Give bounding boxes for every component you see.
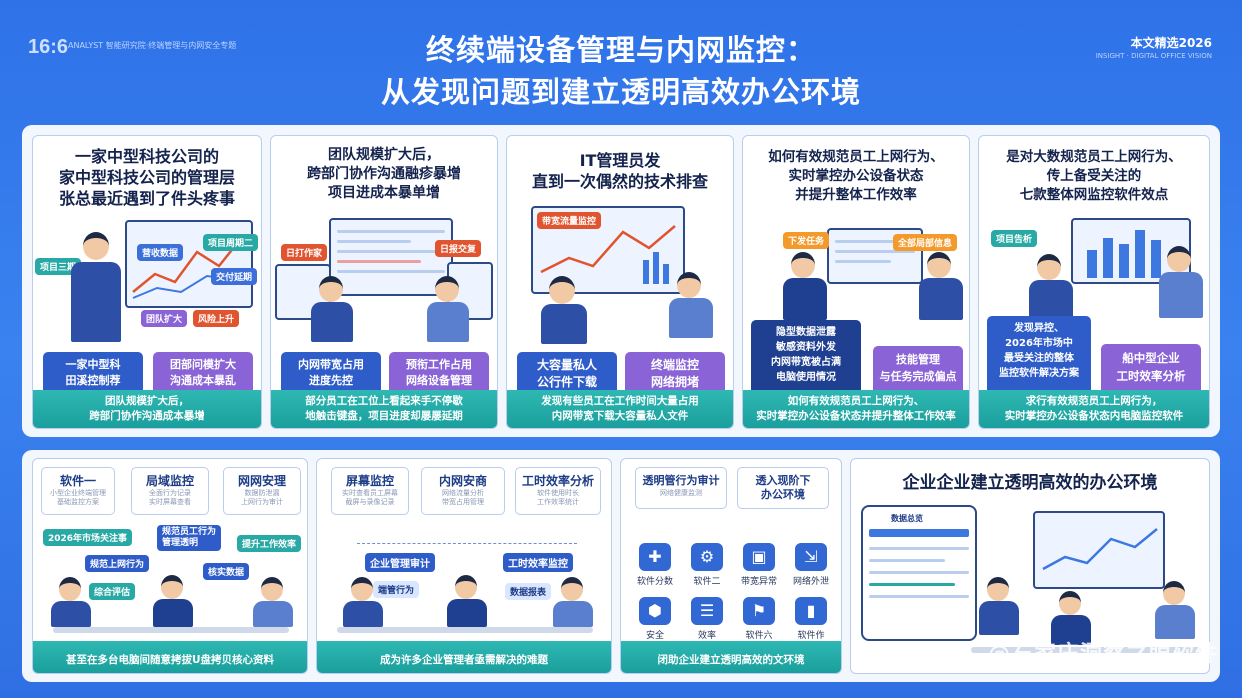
feature-tile: 软件一小型企业终端管理 基础监控方案 bbox=[41, 467, 115, 515]
chip: 规范员工行为 管理透明 bbox=[157, 525, 222, 551]
outcome-title: 企业企业建立透明高效的办公环境 bbox=[902, 473, 1158, 493]
feature-icon: ⚑ bbox=[743, 597, 775, 625]
chip: 提升工作效率 bbox=[237, 535, 302, 552]
callout-box: 技能管理 与任务完成偏点 bbox=[873, 346, 963, 396]
tablet-dashboard: 数据总览 bbox=[861, 505, 977, 641]
feature-icon: ⬢ bbox=[639, 597, 671, 625]
feature-icon-label: 效率 bbox=[697, 631, 716, 641]
meeting-table bbox=[337, 627, 593, 633]
feature-icon-label: 软件六 bbox=[745, 631, 773, 641]
callout-box: 船中型企业 工时效率分析 bbox=[1101, 344, 1201, 398]
card-footer: 部分员工在工位上看起来手不停歇 地触击键盘，项目进度却屡屡延期 bbox=[271, 390, 497, 428]
chip: 核实数据 bbox=[203, 563, 250, 580]
feature-icon: ⇲ bbox=[795, 543, 827, 571]
story-card-2: 团队规模扩大后， 跨部门协作沟通融疹暴增 项目进成本暴单增 日打作家 日报交复 … bbox=[270, 135, 498, 429]
chip: 带宽流量监控 bbox=[537, 212, 602, 229]
monitor bbox=[1071, 218, 1191, 284]
feature-tile: 屏幕监控实时查看员工屏幕 截屏与录像记录 bbox=[331, 467, 409, 515]
card-footer: 闭助企业建立透明高效的文环境 bbox=[621, 641, 841, 673]
story-card-title: 是对大数规范员工上网行为、 传上备受关注的 七款整体网监控软件效点 bbox=[1006, 149, 1182, 203]
story-card-4: 如何有效规范员工上网行为、 实时掌控办公设备状态 并提升整体工作效率 下发任务 … bbox=[742, 135, 970, 429]
story-card-title: 一家中型科技公司的 家中型科技公司的管理层 张总最近遇到了件头疼事 bbox=[58, 147, 235, 208]
chip: 全部局部信息 bbox=[893, 234, 958, 251]
chip: 风险上升 bbox=[193, 310, 240, 327]
feature-icon-label: 软件二 bbox=[693, 577, 721, 587]
meeting-table bbox=[971, 647, 1201, 653]
chip: 日打作家 bbox=[281, 244, 328, 261]
meeting-table bbox=[53, 627, 289, 633]
story-card-title: IT管理员发 直到一次偶然的技术排查 bbox=[531, 151, 708, 191]
watermark: @石家庄洞察之眼软件 bbox=[987, 642, 1218, 667]
feature-icon: ⚙ bbox=[691, 543, 723, 571]
bandwidth-chart-icon bbox=[540, 225, 676, 284]
card-footer: 求行有效规范员工上网行为， 实时掌控办公设备状态内电脑监控软件 bbox=[979, 390, 1209, 428]
feature-icon: ✚ bbox=[639, 543, 671, 571]
chip: 项目三期 bbox=[35, 258, 82, 275]
story-card-title: 如何有效规范员工上网行为、 实时掌控办公设备状态 并提升整体工作效率 bbox=[768, 149, 944, 203]
feature-icon-label: 带宽异常 bbox=[740, 577, 777, 587]
logo: 16:6 bbox=[28, 36, 69, 58]
chip: 工时效率监控 bbox=[503, 553, 573, 572]
feature-tile: 透入现阶下 办公环境 bbox=[737, 467, 829, 509]
line-chart-icon bbox=[1042, 528, 1158, 571]
chip: 2026年市场关注事 bbox=[43, 529, 133, 546]
story-card-3: IT管理员发 直到一次偶然的技术排查 带宽流量监控 大容量私人 公行件下载 终端… bbox=[506, 135, 734, 429]
feature-tile: 内网安商网络流量分析 带宽占用管理 bbox=[421, 467, 505, 515]
story-row-panel: 一家中型科技公司的 家中型科技公司的管理层 张总最近遇到了件头疼事 营收数据 项… bbox=[22, 125, 1220, 437]
page-title-line1: 终续端设备管理与内网监控： bbox=[425, 33, 816, 67]
callout-box: 大容量私人 公行件下载 bbox=[517, 352, 617, 398]
card-footer: 如何有效规范员工上网行为、 实时掌控办公设备状态并提升整体工作效率 bbox=[743, 390, 969, 428]
monitor bbox=[1033, 511, 1165, 589]
chip: 端管行为 bbox=[373, 581, 420, 598]
logo-subtitle: ANALYST 智能研究院·终端管理与内网安全专题 bbox=[68, 41, 237, 50]
story-card-1: 一家中型科技公司的 家中型科技公司的管理层 张总最近遇到了件头疼事 营收数据 项… bbox=[32, 135, 262, 429]
feature-icon: ▣ bbox=[743, 543, 775, 571]
connector-line bbox=[357, 543, 577, 544]
monitor bbox=[329, 218, 453, 296]
solution-card-monitoring: 屏幕监控实时查看员工屏幕 截屏与录像记录 内网安商网络流量分析 带宽占用管理 工… bbox=[316, 458, 612, 674]
feature-icon-label: 软件作 bbox=[797, 631, 825, 641]
feature-icon-label: 软件分数 bbox=[636, 577, 673, 587]
feature-icon-label: 安全 bbox=[645, 631, 664, 641]
bar-chart-icon bbox=[1087, 230, 1161, 278]
chip: 数据报表 bbox=[505, 583, 552, 600]
chip: 规范上网行为 bbox=[85, 555, 150, 572]
feature-tile: 工时效率分析软件使用时长 工作效率统计 bbox=[515, 467, 601, 515]
chip: 下发任务 bbox=[783, 232, 830, 249]
feature-icon: ▮ bbox=[795, 597, 827, 625]
chip: 营收数据 bbox=[137, 244, 184, 261]
feature-icon-label: 网络外泄 bbox=[792, 577, 829, 587]
card-footer: 发现有些员工在工作时间大量占用 内网带宽下载大容量私人文件 bbox=[507, 390, 733, 428]
card-footer: 成为许多企业管理者亟需解决的难题 bbox=[317, 641, 611, 673]
card-footer: 甚至在多台电脑间随意拷拔U盘拷贝核心资料 bbox=[33, 641, 307, 673]
chip: 团队扩大 bbox=[141, 310, 188, 327]
callout-box: 发现异控、 2026年市场中 最受关注的整体 监控软件解决方案 bbox=[987, 316, 1091, 402]
solution-card-software: 软件一小型企业终端管理 基础监控方案 局域监控全面行为记录 实时屏幕查看 网网安… bbox=[32, 458, 308, 674]
chip: 企业管理审计 bbox=[365, 553, 435, 572]
solution-card-features: 透明管行为审计网络健康监测 透入现阶下 办公环境 闭助企业建立透明高效的文环境 … bbox=[620, 458, 842, 674]
chip: 项目告析 bbox=[991, 230, 1038, 247]
story-card-5: 是对大数规范员工上网行为、 传上备受关注的 七款整体网监控软件效点 项目告析 发… bbox=[978, 135, 1210, 429]
card-footer: 团队规模扩大后， 跨部门协作沟通成本暴增 bbox=[33, 390, 261, 428]
chip: 项目周期二 bbox=[203, 234, 259, 251]
story-card-title: 团队规模扩大后， 跨部门协作沟通融疹暴增 项目进成本暴单增 bbox=[307, 147, 461, 201]
feature-tile: 透明管行为审计网络健康监测 bbox=[635, 467, 727, 509]
solution-row-panel: 软件一小型企业终端管理 基础监控方案 局域监控全面行为记录 实时屏幕查看 网网安… bbox=[22, 450, 1220, 682]
edition-badge: 本文精选2026 bbox=[1130, 36, 1212, 50]
page-title-line2: 从发现问题到建立透明高效办公环境 bbox=[380, 75, 861, 109]
feature-icon: ☰ bbox=[691, 597, 723, 625]
solution-card-outcome: 企业企业建立透明高效的办公环境 数据总览 bbox=[850, 458, 1210, 674]
edition-badge-sub: INSIGHT · DIGITAL OFFICE VISION bbox=[1095, 52, 1212, 60]
chip: 日报交复 bbox=[435, 240, 482, 257]
chip: 综合评估 bbox=[89, 583, 136, 600]
feature-tile: 局域监控全面行为记录 实时屏幕查看 bbox=[131, 467, 209, 515]
feature-tile: 网网安理数据防泄漏 上网行为审计 bbox=[223, 467, 301, 515]
callout-box: 隐型数据泄露 敏感资料外发 内网带宽被占满 电脑使用情况 bbox=[751, 320, 861, 402]
chip: 交付延期 bbox=[211, 268, 258, 285]
